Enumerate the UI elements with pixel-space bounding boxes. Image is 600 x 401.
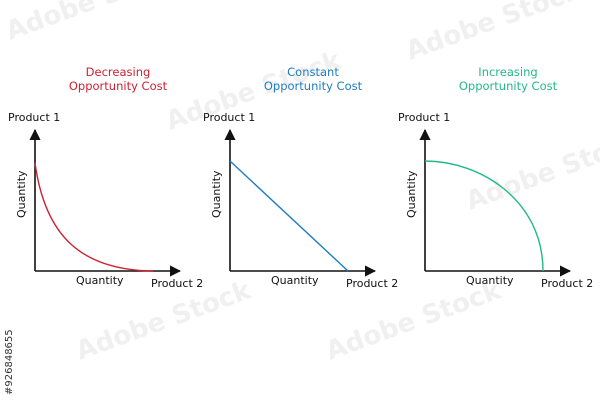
x-axis-title: Product 2 — [541, 277, 593, 290]
x-axis-label: Quantity — [466, 274, 514, 287]
chart-title-line: Decreasing — [86, 65, 151, 79]
watermark-text: Adobe Stock — [2, 0, 185, 47]
watermark-text: Adobe Stock — [462, 125, 600, 216]
ppf-curve — [424, 160, 544, 272]
x-axis-title: Product 2 — [151, 277, 203, 290]
ppf-curve — [34, 162, 154, 272]
chart-title-line: Opportunity Cost — [264, 79, 363, 93]
chart-title-line: Opportunity Cost — [459, 79, 558, 93]
y-axis-label: Quantity — [405, 170, 418, 218]
watermark-layer: Adobe Stock Adobe Stock Adobe Stock Adob… — [2, 0, 600, 367]
y-axis-label: Quantity — [15, 170, 28, 218]
chart-title-line: Increasing — [478, 65, 537, 79]
watermark-text: Adobe Stock — [402, 0, 585, 67]
ppf-curve — [229, 160, 349, 272]
y-axis-label: Quantity — [210, 170, 223, 218]
y-axis-title: Product 1 — [398, 111, 450, 124]
y-axis-title: Product 1 — [203, 111, 255, 124]
chart-title-line: Constant — [287, 65, 339, 79]
stock-id-label: #926848655 — [4, 329, 15, 395]
x-axis-label: Quantity — [76, 274, 124, 287]
chart-title-line: Opportunity Cost — [69, 79, 168, 93]
x-axis-title: Product 2 — [346, 277, 398, 290]
y-axis-title: Product 1 — [8, 111, 60, 124]
x-axis-label: Quantity — [271, 274, 319, 287]
